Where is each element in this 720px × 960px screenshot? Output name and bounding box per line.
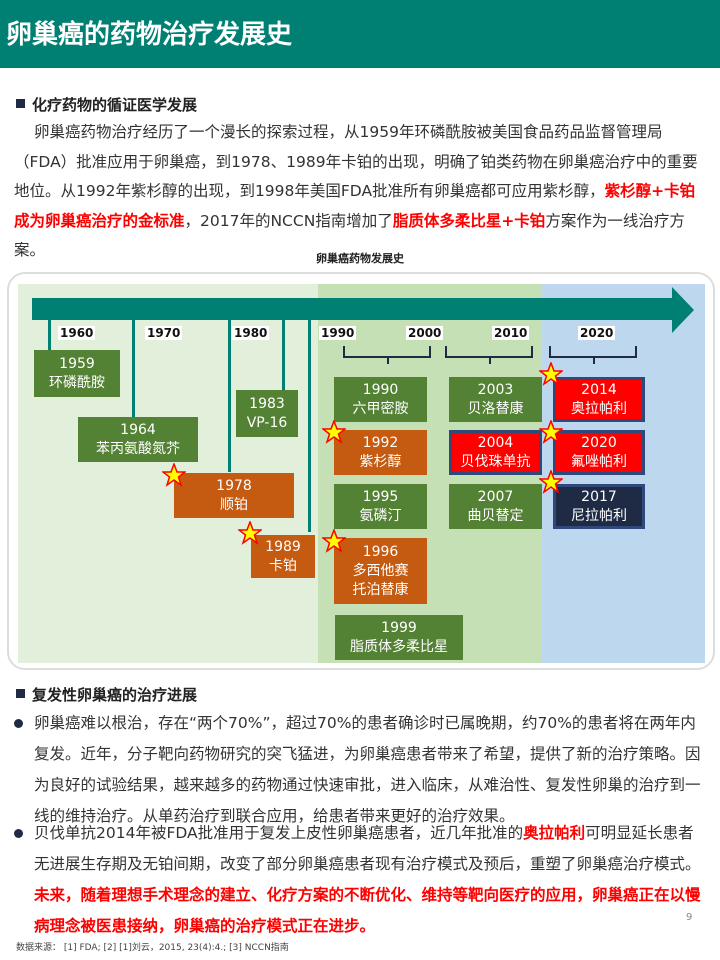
tick-line (282, 318, 285, 392)
square-bullet-icon (16, 99, 25, 108)
event-2020: 2020 氟唑帕利 (553, 430, 645, 475)
section-title: 复发性卵巢癌的治疗进展 (32, 686, 198, 704)
event-year: 1964 (120, 421, 156, 438)
title-bar: 卵巢癌的药物治疗发展史 (0, 0, 720, 68)
event-drug: 氨磷汀 (359, 507, 402, 524)
event-year: 2004 (477, 434, 514, 451)
star-icon (539, 420, 563, 444)
bullet-dot-icon (14, 719, 23, 728)
decade-label: 1960 (58, 326, 96, 340)
star-icon (322, 420, 346, 444)
decade-label: 1980 (232, 326, 270, 340)
bracket (549, 346, 637, 364)
event-drug: 多西他赛 (352, 562, 409, 579)
tick-line (308, 318, 311, 532)
highlight-text: 奥拉帕利 (523, 824, 586, 842)
bullet-paragraph-2: 贝伐单抗2014年被FDA批准用于复发上皮性卵巢癌患者，近几年批准的奥拉帕利可明… (14, 818, 704, 942)
star-icon (162, 463, 186, 487)
star-icon (539, 362, 563, 386)
event-drug: 曲贝替定 (467, 507, 524, 524)
decade-label: 1970 (145, 326, 183, 340)
event-year: 1995 (362, 488, 399, 505)
star-icon (539, 470, 563, 494)
highlight-text: 紫杉醇+卡铂成为卵巢癌治疗的金标准 (14, 182, 696, 230)
event-year: 2017 (581, 488, 617, 505)
event-year: 1999 (381, 619, 417, 636)
event-drug: 脂质体多柔比星 (350, 638, 448, 655)
event-2007: 2007 曲贝替定 (449, 484, 542, 529)
star-icon (238, 521, 262, 545)
event-drug: 环磷酰胺 (49, 374, 105, 391)
event-year: 1990 (362, 381, 399, 398)
text: 可明显延长患者无进展生存期及无铂间期，改变了部分卵巢癌患者现有治疗模式及预后，重… (34, 824, 701, 873)
event-2004: 2004 贝伐珠单抗 (449, 430, 542, 475)
data-source: 数据来源： [1] FDA; [2] [1]刘云，2015, 23(4):4.;… (16, 943, 289, 953)
event-1992: 1992 紫杉醇 (334, 430, 427, 475)
event-drug: 六甲密胺 (352, 400, 409, 417)
highlight-text: 未来，随着理想手术理念的建立、化疗方案的不断优化、维持等靶向医疗的应用，卵巢癌正… (34, 886, 701, 935)
text: 贝伐单抗2014年被FDA批准用于复发上皮性卵巢癌患者，近几年批准的 (34, 824, 524, 842)
event-year: 1978 (216, 477, 252, 494)
event-drug: 尼拉帕利 (571, 507, 627, 524)
event-1959: 1959 环磷酰胺 (34, 350, 120, 397)
decade-label: 1990 (319, 326, 357, 340)
event-2014: 2014 奥拉帕利 (553, 377, 645, 422)
section-heading-chemo: 化疗药物的循证医学发展 (16, 94, 197, 115)
highlight-text: 脂质体多柔比星+卡铂 (392, 211, 546, 230)
event-year: 1996 (362, 543, 399, 560)
page-title: 卵巢癌的药物治疗发展史 (6, 20, 293, 50)
event-1978: 1978 顺铂 (174, 473, 294, 518)
event-drug: 紫杉醇 (359, 453, 402, 470)
event-2003: 2003 贝洛替康 (449, 377, 542, 422)
decade-label: 2010 (492, 326, 530, 340)
bullet-dot-icon (14, 829, 23, 838)
timeline-panel (7, 272, 715, 670)
text: 卵巢癌药物治疗经历了一个漫长的探索过程，从1959年环磷酰胺被美国食品药品监督管… (14, 123, 698, 200)
text: 方案作为一线治疗方案。 (14, 211, 685, 260)
timeline-arrow (32, 287, 694, 333)
event-drug: 托泊替康 (352, 581, 409, 598)
bullet-paragraph-1: 卵巢癌难以根治，存在“两个70%”，超过70%的患者确诊时已属晚期，约70%的患… (14, 708, 704, 832)
event-year: 1983 (249, 395, 285, 412)
text: 卵巢癌难以根治，存在“两个70%”，超过70%的患者确诊时已属晚期，约70%的患… (34, 714, 701, 825)
star-icon (322, 529, 346, 553)
event-drug: 贝洛替康 (467, 400, 524, 417)
event-drug: 顺铂 (220, 496, 248, 513)
event-drug: 贝伐珠单抗 (460, 453, 531, 470)
event-year: 2020 (581, 434, 617, 451)
tick-line (228, 318, 231, 472)
tick-line (132, 318, 135, 418)
section-heading-recurrent: 复发性卵巢癌的治疗进展 (16, 684, 197, 705)
tick-line (48, 318, 51, 358)
bracket (445, 346, 533, 364)
event-1995: 1995 氨磷汀 (334, 484, 427, 529)
text: ，2017年的NCCN指南增加了 (184, 211, 393, 230)
event-drug: VP-16 (246, 414, 288, 431)
bracket (343, 346, 431, 364)
event-drug: 奥拉帕利 (571, 400, 627, 417)
event-year: 1959 (59, 355, 95, 372)
event-year: 1989 (265, 538, 301, 555)
event-1996: 1996 多西他赛托泊替康 (334, 538, 427, 604)
event-year: 2014 (581, 381, 617, 398)
event-drug: 氟唑帕利 (571, 453, 627, 470)
event-year: 2003 (477, 381, 514, 398)
page-number: 9 (686, 912, 693, 923)
intro-paragraph: 卵巢癌药物治疗经历了一个漫长的探索过程，从1959年环磷酰胺被美国食品药品监督管… (14, 118, 704, 266)
event-1964: 1964 苯丙氨酸氮芥 (78, 417, 198, 462)
event-drug: 苯丙氨酸氮芥 (96, 440, 180, 457)
event-1990: 1990 六甲密胺 (334, 377, 427, 422)
event-1989: 1989 卡铂 (251, 535, 315, 578)
section-title: 化疗药物的循证医学发展 (32, 96, 198, 114)
event-1999: 1999 脂质体多柔比星 (335, 615, 463, 660)
decade-label: 2020 (578, 326, 616, 340)
event-drug: 卡铂 (269, 557, 297, 574)
event-year: 1992 (362, 434, 399, 451)
square-bullet-icon (16, 689, 25, 698)
decade-label: 2000 (406, 326, 444, 340)
event-2017: 2017 尼拉帕利 (553, 484, 645, 529)
timeline-caption: 卵巢癌药物发展史 (316, 252, 404, 265)
event-year: 2007 (477, 488, 514, 505)
